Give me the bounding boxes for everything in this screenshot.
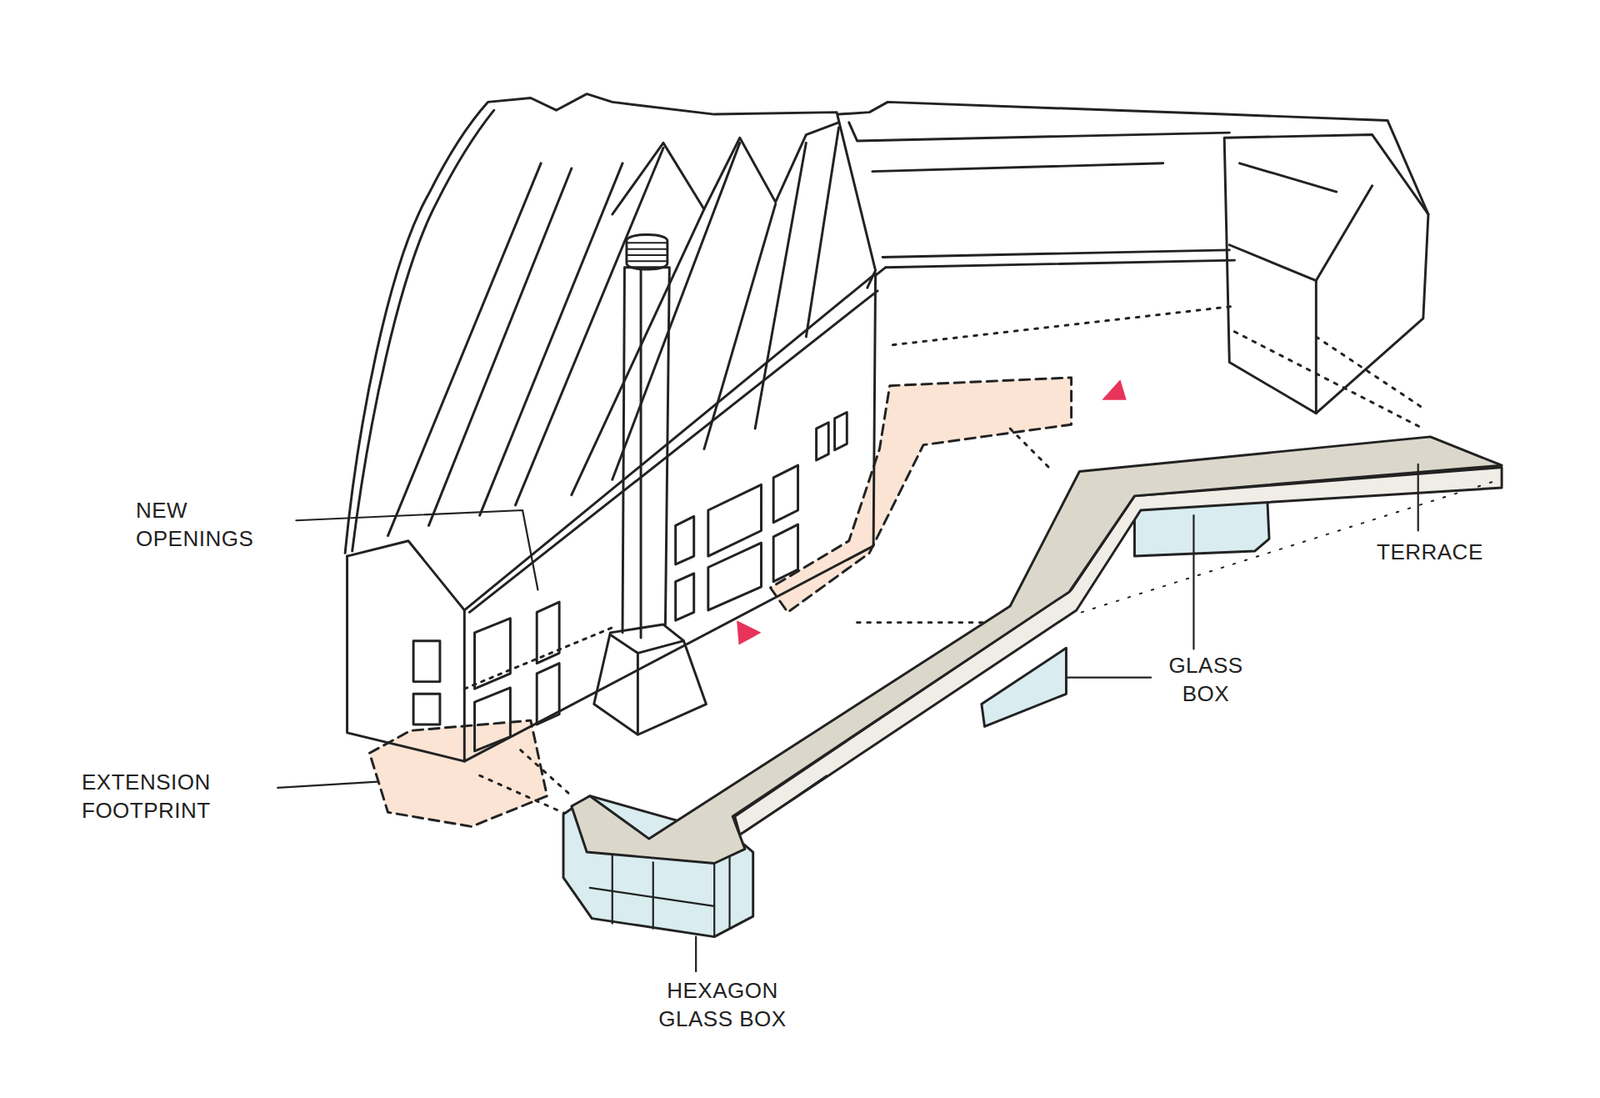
chimney-top (626, 235, 668, 270)
leader-line (277, 464, 1418, 971)
extension-footprint (369, 720, 547, 826)
callout-label: GLASS BOX (1151, 651, 1260, 709)
entrance-marker (736, 620, 761, 645)
entrance-marker (1101, 379, 1126, 400)
callout-label: TERRACE (1376, 538, 1535, 567)
side-wall (464, 273, 875, 761)
callout-label: NEW OPENINGS (135, 496, 295, 554)
terrace-edge (735, 467, 1502, 835)
chimney-base (594, 624, 707, 735)
roof-outline (345, 94, 875, 554)
terrace (571, 436, 1502, 864)
chimney-shaft (622, 267, 670, 633)
back-building (839, 101, 1429, 215)
callout-label: EXTENSION FOOTPRINT (81, 768, 265, 825)
callout-label: HEXAGON GLASS BOX (626, 976, 819, 1034)
roof-ridge (612, 122, 840, 215)
end-block (1224, 135, 1429, 414)
